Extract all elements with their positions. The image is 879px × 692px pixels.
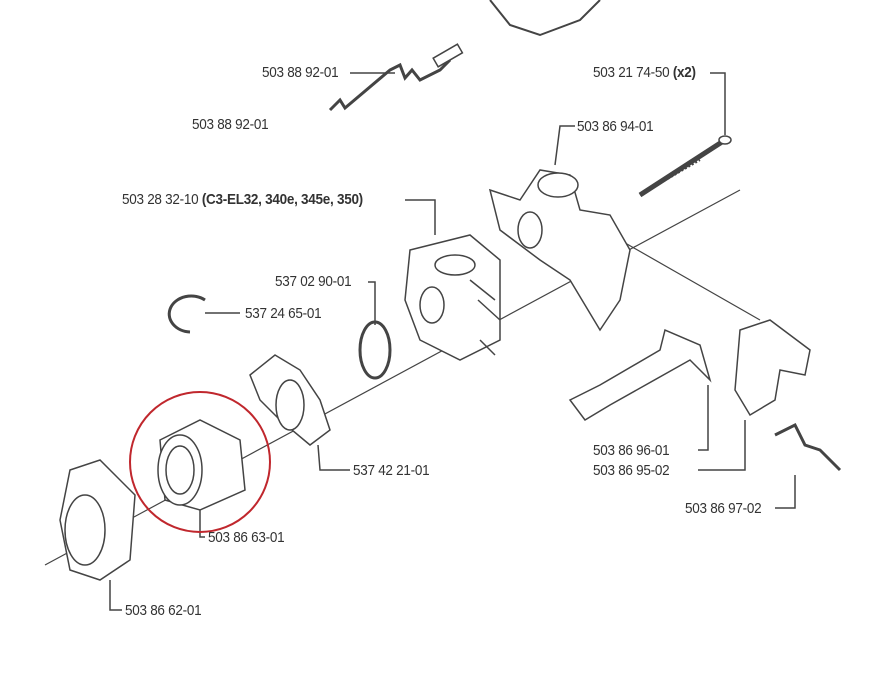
label-wire-second: 503 88 92-01 xyxy=(192,116,269,133)
wire-part xyxy=(328,58,452,112)
lever1-part xyxy=(568,328,712,421)
label-gasket: 537 02 90-01 xyxy=(275,273,352,290)
label-holder: 503 86 94-01 xyxy=(577,118,654,135)
gasket-part xyxy=(358,320,392,380)
label-carburetor: 503 28 32-10 (C3-EL32, 340e, 345e, 350) xyxy=(122,191,363,208)
lever2-part xyxy=(734,319,811,417)
screw-part xyxy=(638,137,727,198)
circlip-part xyxy=(167,294,206,334)
label-screw: 503 21 74-50 (x2) xyxy=(593,64,696,81)
label-lever2: 503 86 95-02 xyxy=(593,462,670,479)
carburetor-part xyxy=(404,234,501,361)
label-spring: 503 86 97-02 xyxy=(685,500,762,517)
screw-axis xyxy=(619,239,761,321)
label-wire-top: 503 88 92-01 xyxy=(262,64,339,81)
highlight-circle xyxy=(129,391,271,533)
spring-part xyxy=(774,422,842,472)
housing-top-part xyxy=(489,0,601,37)
label-lever1: 503 86 96-01 xyxy=(593,442,670,459)
label-adapter: 503 86 62-01 xyxy=(125,602,202,619)
label-flange: 537 42 21-01 xyxy=(353,462,430,479)
holder-part xyxy=(488,169,631,332)
label-intake-hose: 503 86 63-01 xyxy=(208,529,285,546)
label-circlip: 537 24 65-01 xyxy=(245,305,322,322)
wire-grip xyxy=(432,43,464,68)
